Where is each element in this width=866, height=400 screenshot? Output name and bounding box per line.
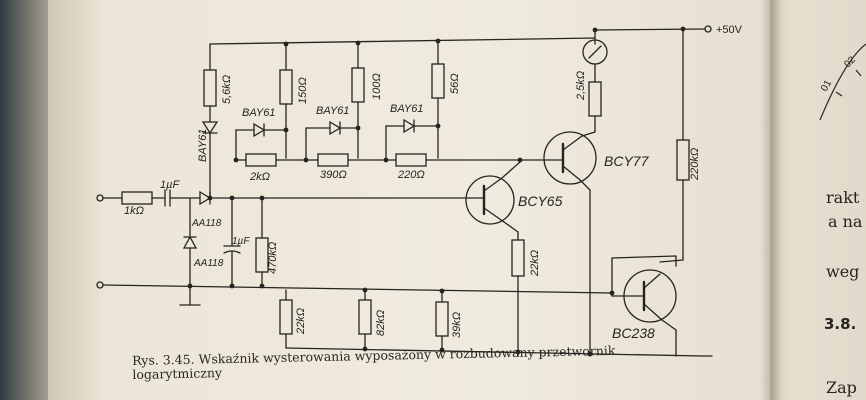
label-r-56: 56Ω — [449, 73, 461, 94]
ground-terminal — [96, 281, 104, 289]
label-r-2k5: 2,5kΩ — [575, 71, 587, 101]
supply-rail-right — [594, 28, 706, 31]
label-diode-series: AA118 — [191, 218, 222, 229]
label-diode-bay61-3: BAY61 — [390, 103, 423, 115]
resistor-5k6 — [203, 69, 217, 107]
resistor-39k — [435, 301, 449, 337]
dial-label-01: 01 — [819, 78, 834, 94]
label-cap-in: 1µF — [160, 179, 180, 191]
input-terminal — [96, 194, 104, 202]
label-r-150: 150Ω — [297, 77, 309, 104]
label-diode-bay61-2: BAY61 — [316, 105, 349, 117]
resistor-22k-emitter — [511, 239, 525, 277]
diode-bay61-left — [201, 121, 219, 135]
label-r-470k: 470kΩ — [267, 242, 279, 274]
resistor-2k5 — [588, 81, 602, 117]
right-page — [770, 0, 866, 400]
label-r-1k: 1kΩ — [124, 205, 144, 217]
diode-bay61-2 — [329, 120, 342, 136]
label-r-22k-emitter: 22kΩ — [529, 250, 541, 277]
resistor-56 — [431, 63, 445, 99]
bottom-rail — [285, 347, 703, 357]
diode-bay61-3 — [403, 118, 416, 134]
transistor-bcy77 — [543, 131, 597, 185]
resistor-100 — [351, 67, 365, 103]
section-number: 3.8. — [824, 315, 857, 333]
resistor-22k-bottom — [279, 299, 293, 335]
resistor-82k — [358, 299, 372, 335]
diode-aa118-shunt — [182, 235, 198, 249]
supply-terminal — [704, 25, 712, 33]
dial-label-02: 02 — [842, 54, 858, 70]
diode-aa118-series — [199, 190, 212, 206]
label-r-22k-bottom: 22kΩ — [295, 308, 307, 335]
label-r-2k: 2kΩ — [249, 171, 270, 183]
label-t-bcy65: BCY65 — [518, 193, 563, 209]
transistor-bcy65 — [465, 175, 515, 225]
diode-bay61-1 — [253, 122, 266, 138]
label-t-bcy77: BCY77 — [604, 153, 650, 169]
supply-rail-left — [209, 37, 596, 45]
right-text-zap: Zap — [826, 378, 857, 397]
junction-dots — [187, 26, 686, 357]
label-r-39k: 39kΩ — [451, 312, 463, 338]
resistor-150 — [279, 69, 293, 105]
resistor-2k — [245, 153, 277, 167]
label-cap-filter: 1µF — [232, 236, 250, 247]
dial-arc — [819, 43, 866, 121]
label-r-100: 100Ω — [371, 73, 383, 100]
label-diode-bay61-left: BAY61 — [197, 129, 209, 162]
label-diode-bay61-1: BAY61 — [242, 107, 275, 119]
label-r-82k: 82kΩ — [375, 310, 387, 336]
right-text-a-na: a na — [828, 212, 863, 231]
label-r-220k: 220kΩ — [689, 148, 701, 181]
supply-label: +50V — [716, 24, 743, 36]
label-t-bc238: BC238 — [612, 325, 655, 341]
label-r-220: 220Ω — [397, 169, 425, 181]
right-text-rakt: rakt — [826, 188, 860, 207]
label-diode-shunt: AA118 — [193, 258, 224, 269]
resistor-220 — [395, 153, 427, 167]
page-fold — [760, 0, 782, 400]
label-r-390: 390Ω — [320, 169, 347, 181]
resistor-1k — [121, 191, 153, 205]
resistor-390 — [317, 153, 349, 167]
right-text-weg: weg — [826, 262, 860, 281]
resistor-220k — [676, 139, 690, 181]
label-r-5k6: 5,6kΩ — [221, 75, 233, 104]
